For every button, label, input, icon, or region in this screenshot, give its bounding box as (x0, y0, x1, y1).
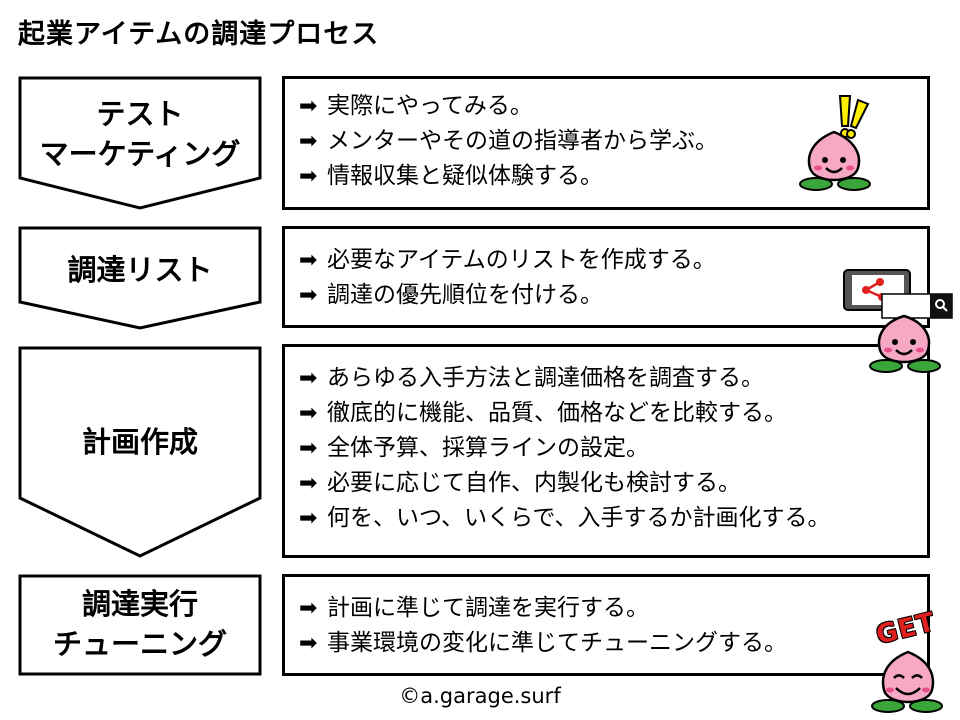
stage-chevron-shape (18, 76, 262, 210)
stage-box-shape (18, 574, 262, 676)
stage-chevron-shape (18, 346, 262, 558)
list-item: ➡あらゆる入手方法と調達価格を調査する。 (299, 361, 830, 396)
list-item: ➡情報収集と疑似体験する。 (299, 159, 718, 194)
arrow-right-icon: ➡ (299, 471, 318, 496)
copyright-text: ©a.garage.surf (399, 684, 561, 708)
list-item: ➡全体予算、採算ラインの設定。 (299, 431, 830, 466)
arrow-right-icon: ➡ (299, 596, 318, 621)
arrow-right-icon: ➡ (299, 164, 318, 189)
arrow-right-icon: ➡ (299, 283, 318, 308)
stage-chevron-shape (18, 226, 262, 330)
stage-detail-box: ➡あらゆる入手方法と調達価格を調査する。 ➡徹底的に機能、品質、価格などを比較す… (282, 344, 930, 558)
arrow-right-icon: ➡ (299, 248, 318, 273)
arrow-right-icon: ➡ (299, 366, 318, 391)
arrow-right-icon: ➡ (299, 129, 318, 154)
stage-label-line: 調達実行 (81, 587, 198, 621)
arrow-right-icon: ➡ (299, 631, 318, 656)
list-item: ➡調達の優先順位を付ける。 (299, 278, 716, 313)
stage-label-line: マーケティング (39, 137, 241, 171)
stage-label-line: 調達リスト (67, 253, 213, 287)
list-item: ➡必要に応じて自作、内製化も検討する。 (299, 466, 830, 501)
list-item: ➡実際にやってみる。 (299, 89, 718, 124)
stage-plan-creation: 計画作成 (18, 346, 262, 558)
stage-test-marketing: テスト マーケティング (18, 76, 262, 210)
arrow-right-icon: ➡ (299, 94, 318, 119)
arrow-right-icon: ➡ (299, 436, 318, 461)
list-item: ➡事業環境の変化に準じてチューニングする。 (299, 626, 787, 661)
list-item: ➡メンターやその道の指導者から学ぶ。 (299, 124, 718, 159)
stage-label-line: テスト (96, 97, 184, 131)
stage-detail-box: ➡計画に準じて調達を実行する。 ➡事業環境の変化に準じてチューニングする。 (282, 574, 930, 676)
arrow-right-icon: ➡ (299, 401, 318, 426)
page-title: 起業アイテムの調達プロセス (18, 19, 380, 50)
peach-mascot-get-icon: GET (860, 607, 956, 716)
list-item: ➡何を、いつ、いくらで、入手するか計画化する。 (299, 501, 830, 536)
stage-procurement-list: 調達リスト (18, 226, 262, 330)
stage-label-line: 計画作成 (81, 425, 198, 459)
stage-detail-box: ➡必要なアイテムのリストを作成する。 ➡調達の優先順位を付ける。 (282, 226, 930, 328)
list-item: ➡必要なアイテムのリストを作成する。 (299, 243, 716, 278)
list-item: ➡徹底的に機能、品質、価格などを比較する。 (299, 396, 830, 431)
peach-mascot-tablet-icon (843, 269, 953, 373)
stage-execution-tuning: 調達実行 チューニング (18, 574, 262, 676)
stage-label-line: チューニング (52, 627, 227, 661)
peach-mascot-exclaim-icon (799, 95, 871, 191)
list-item: ➡計画に準じて調達を実行する。 (299, 591, 787, 626)
arrow-right-icon: ➡ (299, 506, 318, 531)
